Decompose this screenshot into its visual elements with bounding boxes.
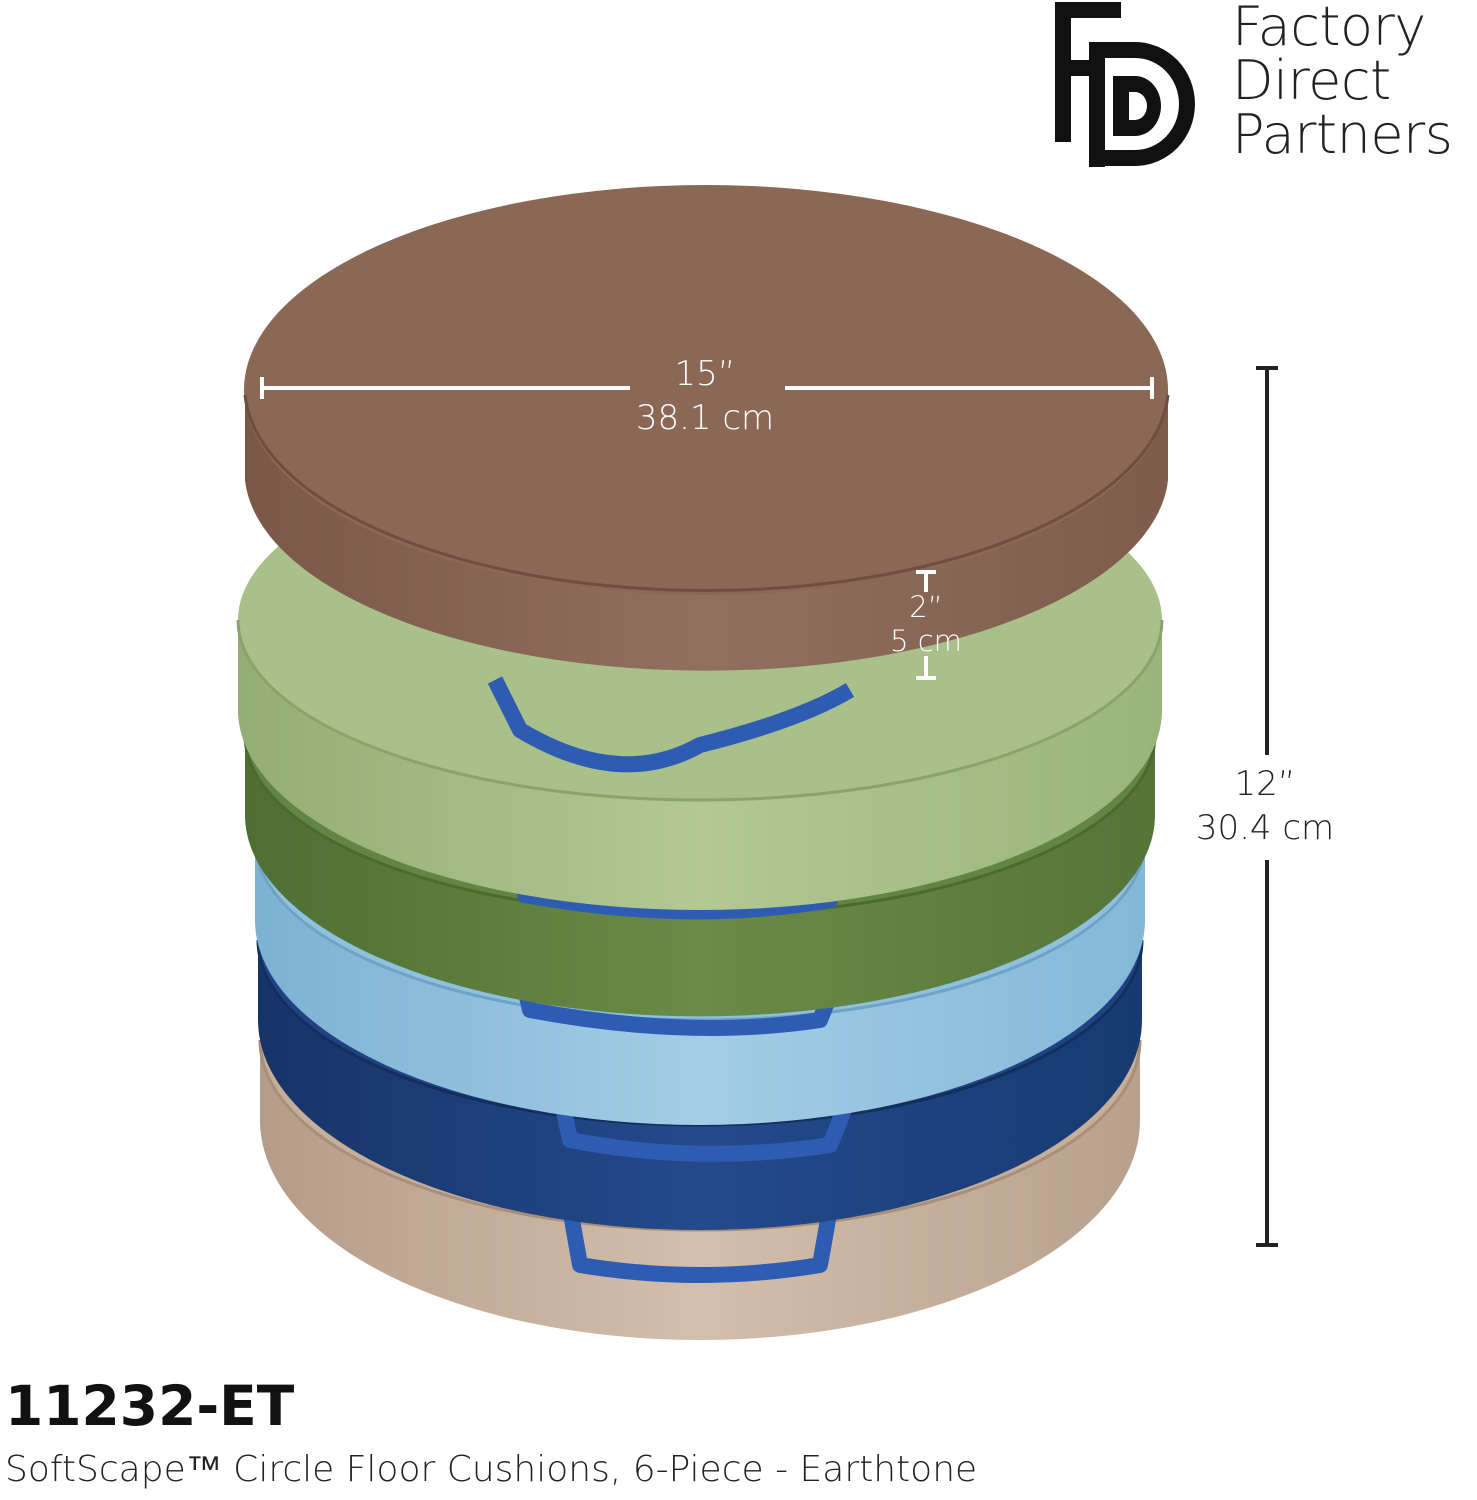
product-code: 11232-ET: [5, 1374, 295, 1438]
handle-sage: [487, 676, 855, 773]
height-dimension-line: [1256, 366, 1278, 1247]
cushion-brown: [243, 185, 1170, 671]
height-label: 12” 30.4 cm: [1165, 762, 1365, 850]
thickness-inches: 2”: [909, 590, 943, 624]
thickness-label: 2” 5 cm: [866, 590, 986, 658]
diameter-cm: 38.1 cm: [635, 398, 775, 438]
thickness-cm: 5 cm: [890, 624, 962, 658]
brand-name: Factory Direct Partners: [1232, 0, 1477, 162]
brand-name-line-2: Direct: [1232, 49, 1391, 112]
brand-name-line-1: Factory: [1232, 0, 1426, 58]
thickness-dimension-line: [916, 570, 936, 680]
brand-name-line-3: Partners: [1232, 103, 1453, 166]
product-name: SoftScape™ Circle Floor Cushions, 6-Piec…: [5, 1449, 978, 1490]
diameter-label: 15” 38.1 cm: [605, 352, 805, 440]
diameter-inches: 15”: [674, 354, 736, 394]
diameter-dimension-line: [260, 377, 1154, 399]
height-cm: 30.4 cm: [1195, 808, 1335, 848]
handle-powder-blue: [507, 942, 858, 1036]
handle-sand: [557, 1178, 843, 1283]
height-inches: 12”: [1234, 764, 1296, 804]
handle-navy: [547, 1067, 868, 1162]
brand-logo-mark: [1055, 2, 1195, 167]
